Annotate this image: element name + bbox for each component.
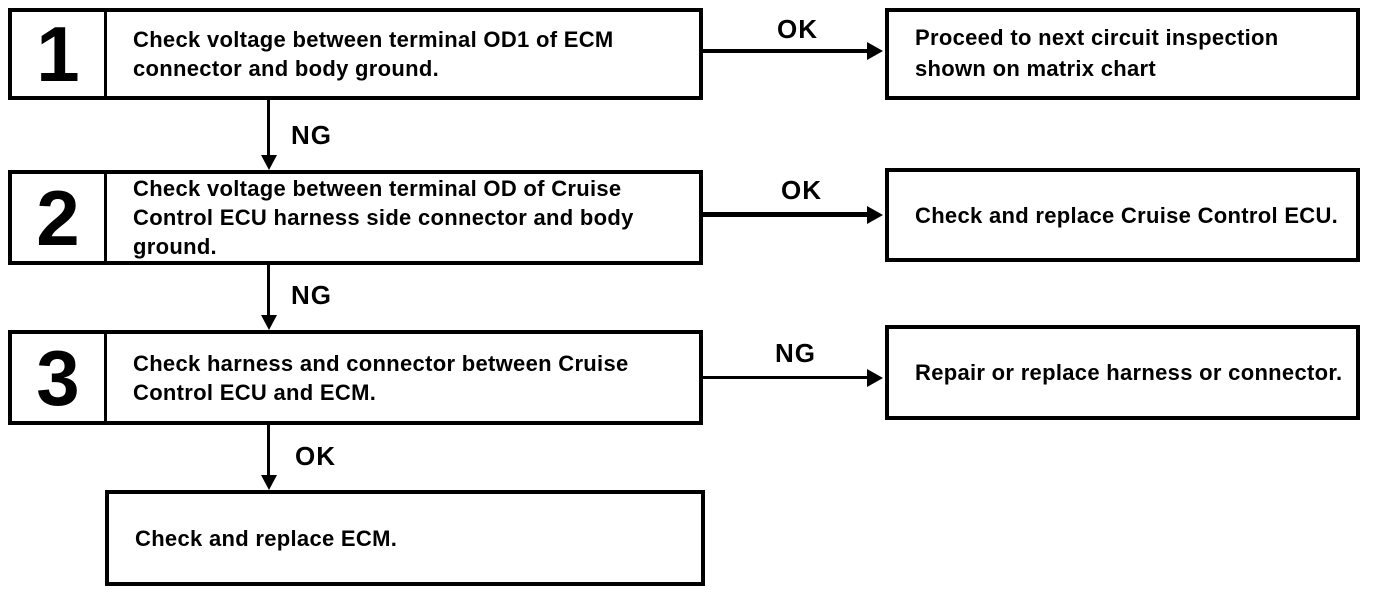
connector-step2-step3-arrowhead-icon xyxy=(261,315,277,330)
label-step2-ok: OK xyxy=(781,175,822,205)
result-text-1-line-2: shown on matrix chart xyxy=(915,56,1157,81)
step-text-2-line-1: Check voltage between terminal OD of Cru… xyxy=(133,176,622,201)
step-text-2: Check voltage between terminal OD of Cru… xyxy=(107,174,699,261)
connector-step2-result2-line xyxy=(703,212,867,217)
step-box-2: 2 Check voltage between terminal OD of C… xyxy=(8,170,703,265)
step-number-2: 2 xyxy=(12,174,107,261)
final-box: Check and replace ECM. xyxy=(105,490,705,586)
result-text-1-line-1: Proceed to next circuit inspection xyxy=(915,25,1279,50)
connector-step2-result2-arrowhead-icon xyxy=(867,206,883,224)
step-text-3-line-2: Control ECU and ECM. xyxy=(133,379,377,405)
step-text-2-line-3: ground. xyxy=(133,234,217,259)
connector-step3-final-line xyxy=(267,425,270,475)
connector-step1-result1-arrowhead-icon xyxy=(867,42,883,60)
label-step1-ng: NG xyxy=(291,120,332,150)
connector-step3-final-arrowhead-icon xyxy=(261,475,277,490)
final-box-text-line: Check and replace ECM. xyxy=(135,525,398,551)
step-text-3-line-1: Check harness and connector between Crui… xyxy=(133,350,629,376)
connector-step1-step2-line xyxy=(267,100,270,155)
step-text-2-line-2: Control ECU harness side connector and b… xyxy=(133,205,634,230)
connector-step3-result3-arrowhead-icon xyxy=(867,369,883,387)
result-box-1: Proceed to next circuit inspection shown… xyxy=(885,8,1360,100)
connector-step1-step2-arrowhead-icon xyxy=(261,155,277,170)
connector-step1-result1-line xyxy=(703,49,867,53)
label-step1-ok: OK xyxy=(777,14,818,44)
result-box-3: Repair or replace harness or connector. xyxy=(885,325,1360,420)
result-box-2: Check and replace Cruise Control ECU. xyxy=(885,168,1360,262)
step-text-3: Check harness and connector between Crui… xyxy=(107,334,699,421)
result-text-3: Repair or replace harness or connector. xyxy=(889,329,1356,416)
step-text-1: Check voltage between terminal OD1 of EC… xyxy=(107,12,699,96)
step-text-1-line-2: connector and body ground. xyxy=(133,56,440,81)
step-box-3: 3 Check harness and connector between Cr… xyxy=(8,330,703,425)
result-text-2-line-1: Check and replace Cruise Control ECU. xyxy=(915,202,1339,228)
result-text-3-line-1: Repair or replace harness or connector. xyxy=(915,360,1343,385)
result-text-2: Check and replace Cruise Control ECU. xyxy=(889,172,1356,258)
step-number-1: 1 xyxy=(12,12,107,96)
label-step3-ng: NG xyxy=(775,338,816,368)
step-text-1-line-1: Check voltage between terminal OD1 of EC… xyxy=(133,27,614,52)
final-box-text: Check and replace ECM. xyxy=(109,494,701,582)
step-number-3: 3 xyxy=(12,334,107,421)
label-step2-ng: NG xyxy=(291,280,332,310)
result-text-1: Proceed to next circuit inspection shown… xyxy=(889,12,1356,96)
connector-step2-step3-line xyxy=(267,265,270,315)
connector-step3-result3-line xyxy=(703,376,867,379)
label-step3-ok: OK xyxy=(295,441,336,471)
step-box-1: 1 Check voltage between terminal OD1 of … xyxy=(8,8,703,100)
